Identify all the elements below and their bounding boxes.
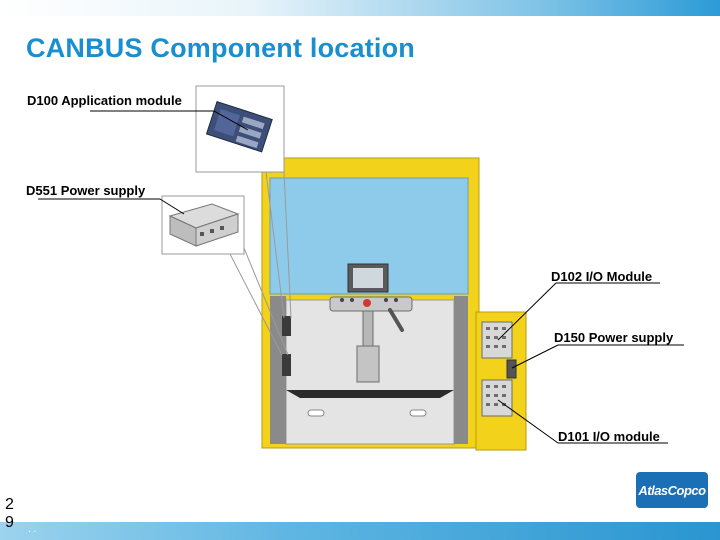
d551-leader-b: [159, 198, 185, 215]
pillar-block-lower: [282, 354, 291, 376]
d102-leader-b: [497, 282, 557, 341]
floor-slot-right: [409, 409, 427, 417]
label-d551: D551 Power supply: [26, 183, 146, 198]
page-number: 29: [5, 496, 14, 531]
bottom-gradient-band: [0, 522, 720, 540]
d551-module-graphic: [168, 203, 240, 247]
pillar-block-upper: [282, 316, 291, 336]
label-d150: D150 Power supply: [554, 330, 674, 345]
floor-bar: [286, 390, 454, 398]
steering-base: [356, 345, 380, 383]
floor-slot-left: [307, 409, 325, 417]
d100-leader-b: [213, 110, 249, 131]
label-d100: D100 Application module: [27, 93, 182, 108]
label-d101: D101 I/O module: [558, 429, 660, 444]
d150-graphic: [506, 359, 517, 379]
steering-column: [362, 310, 374, 350]
page-title: CANBUS Component location: [26, 33, 415, 63]
top-gradient-band: [0, 0, 720, 16]
d101-leader-b: [497, 399, 559, 444]
right-pillar: [454, 296, 468, 444]
footer-text: . .: [28, 524, 37, 535]
atlas-copco-logo: AtlasCopco: [636, 472, 708, 508]
d100-module-graphic: [205, 100, 273, 153]
emergency-stop: [363, 299, 371, 307]
label-d102: D102 I/O Module: [551, 269, 653, 284]
d150-leader-b: [511, 344, 559, 369]
